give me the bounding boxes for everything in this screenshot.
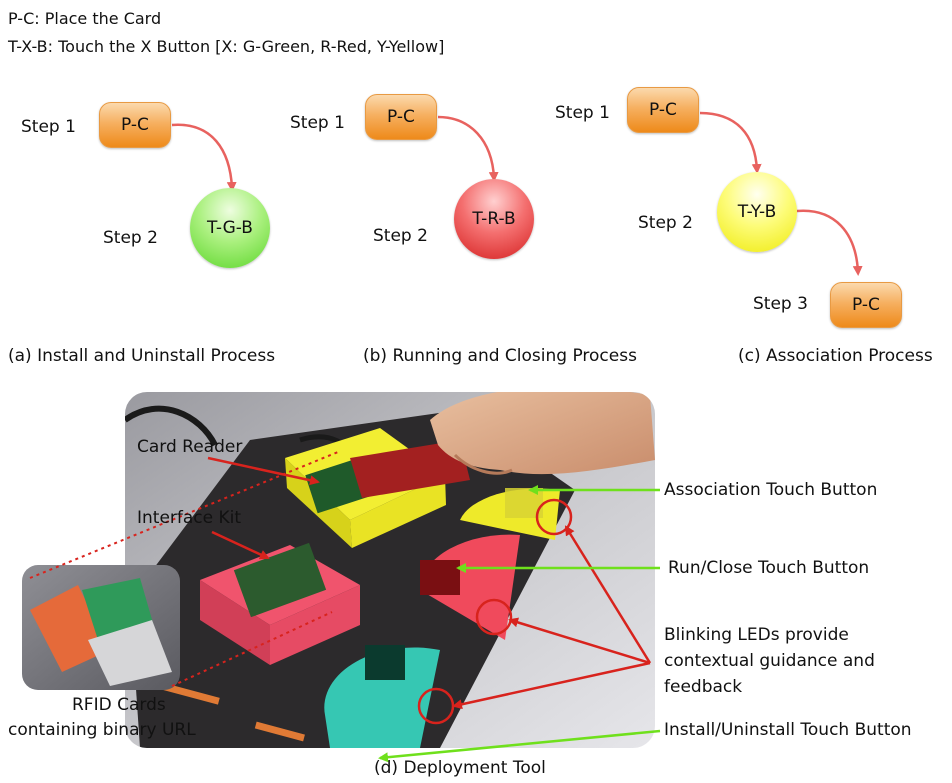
panel-c-place-card-node-2: P-C [830,282,902,328]
leds-label-line3: feedback [664,677,743,697]
panel-c-step3-label: Step 3 [753,294,808,314]
panel-c-yellow-button-node: T-Y-B [717,172,797,252]
run-close-touch-button-label: Run/Close Touch Button [668,558,870,578]
arrow-a [171,123,237,192]
panel-c-caption: (c) Association Process [738,346,933,366]
interface-kit-label: Interface Kit [137,508,242,528]
panel-d-caption: (d) Deployment Tool [374,758,546,778]
panel-a-caption: (a) Install and Uninstall Process [8,346,276,366]
leds-label-line2: contextual guidance and [664,651,875,671]
legend-place-card: P-C: Place the Card [8,9,162,28]
rfid-label-line2: containing binary URL [8,720,196,740]
led-circle-run-close [475,598,513,636]
panel-a-green-button-node: T-G-B [190,188,270,268]
led-circle-association [535,498,573,536]
interface-kit-pointer [211,530,270,560]
panel-a-step2-label: Step 2 [103,228,158,248]
arrow-c1 [699,111,762,174]
panel-a-place-card-node: P-C [99,102,171,148]
install-pointer [378,729,661,763]
panel-b-step1-label: Step 1 [290,113,345,133]
panel-a-step1-label: Step 1 [21,117,76,137]
led-pointer-2 [508,617,651,665]
led-pointer-1 [564,525,652,664]
panel-b-red-button-node: T-R-B [454,179,534,259]
led-pointer-3 [452,661,651,710]
card-reader-label: Card Reader [137,437,243,457]
panel-c-step1-label: Step 1 [555,103,610,123]
panel-c-step2-label: Step 2 [638,213,693,233]
arrow-b [437,115,499,182]
arrow-c2 [796,209,863,276]
panel-b-caption: (b) Running and Closing Process [363,346,637,366]
association-touch-button-label: Association Touch Button [664,480,878,500]
rfid-label-line1: RFID Cards [72,695,166,715]
rfid-dotted-line-lower [171,611,333,687]
card-reader-pointer [207,456,320,486]
install-touch-button-label: Install/Uninstall Touch Button [664,720,912,740]
panel-c-place-card-node: P-C [627,87,699,133]
flow-arrows [171,111,863,276]
legend-touch-button: T-X-B: Touch the X Button [X: G-Green, R… [8,37,445,56]
leds-label-line1: Blinking LEDs provide [664,625,849,645]
panel-b-place-card-node: P-C [365,94,437,140]
panel-b-step2-label: Step 2 [373,226,428,246]
